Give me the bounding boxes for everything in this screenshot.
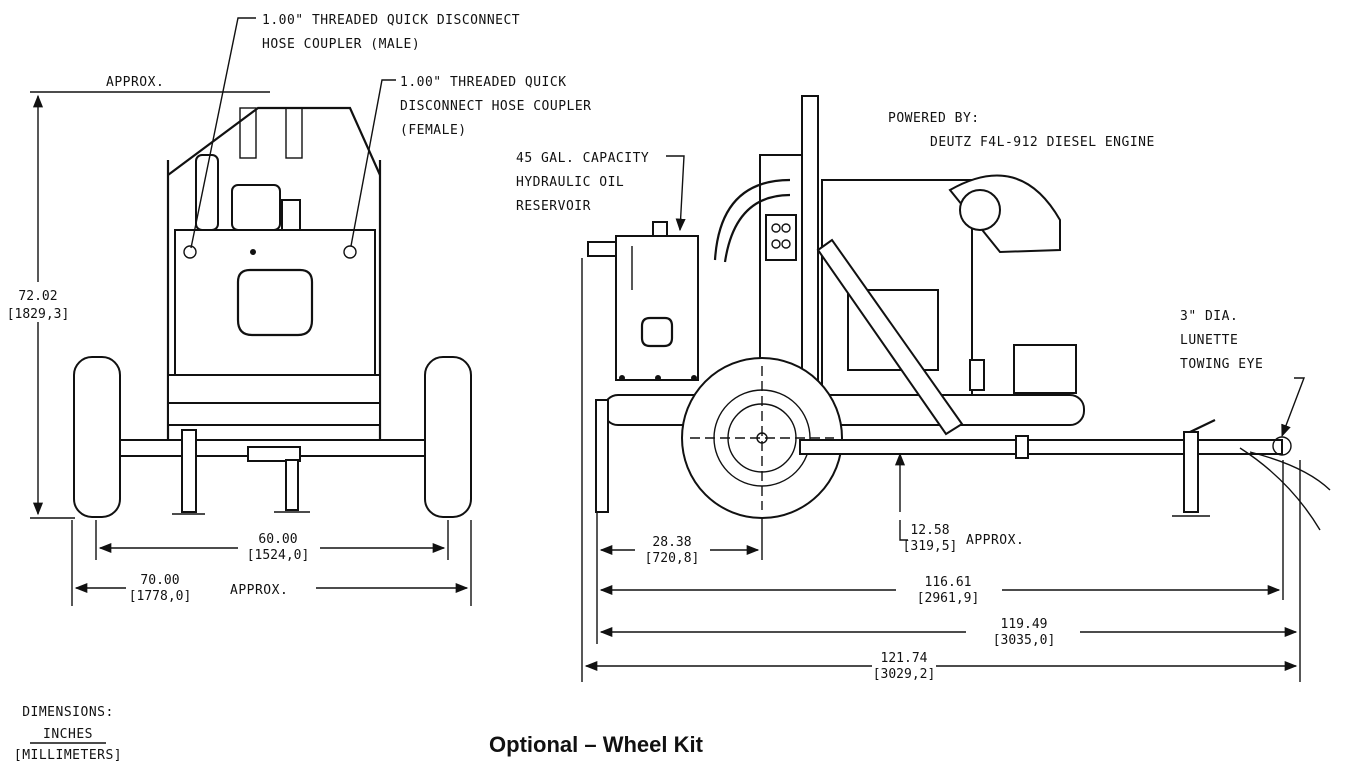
side-valve — [771, 223, 781, 233]
engine-model-label: DEUTZ F4L-912 DIESEL ENGINE — [930, 135, 1155, 150]
reservoir-label-line3: RESERVOIR — [516, 199, 591, 214]
clearance-leader — [899, 520, 908, 541]
front-right-wheel — [424, 356, 472, 518]
male-coupler-leader — [190, 17, 256, 249]
reservoir-label-line2: HYDRAULIC OIL — [516, 175, 624, 190]
side-view — [587, 95, 1331, 531]
lunette-leader — [1281, 377, 1306, 438]
height-dim-inches: 72.02 — [18, 289, 57, 304]
front-dimensions: 72.02 [1829,3] APPROX. 60.00 [1524,0] 70… — [7, 75, 472, 606]
front-engine-block — [231, 184, 281, 231]
axle-dim-inches: 28.38 — [652, 535, 691, 550]
len1-dim-mm: [2961,9] — [917, 591, 980, 606]
side-oil-reservoir — [615, 235, 699, 381]
front-panel-window — [236, 268, 314, 337]
side-valve — [781, 239, 791, 249]
side-rear-stand — [595, 399, 609, 513]
side-battery — [1013, 344, 1077, 394]
front-female-coupler — [343, 245, 357, 259]
side-callouts: POWERED BY: DEUTZ F4L-912 DIESEL ENGINE … — [516, 111, 1306, 438]
side-safety-chain — [1249, 451, 1331, 491]
width-dim-inches: 70.00 — [140, 573, 179, 588]
axle-dim-mm: [720,8] — [645, 551, 700, 566]
len2-dim-inches: 119.49 — [1001, 617, 1048, 632]
front-axle-bracket — [247, 446, 301, 462]
clearance-dim-mm: [319,5] — [903, 539, 958, 554]
front-base — [167, 374, 381, 404]
powered-by-label: POWERED BY: — [888, 111, 980, 126]
side-jack-handle — [1189, 419, 1216, 433]
front-center-jack — [285, 459, 299, 511]
side-safety-chain — [1239, 447, 1321, 531]
height-dim-mm: [1829,3] — [7, 307, 70, 322]
len1-dim-inches: 116.61 — [925, 575, 972, 590]
female-coupler-leader — [350, 79, 396, 247]
side-engine-pulley — [959, 189, 1001, 231]
track-dim-mm: [1524,0] — [247, 548, 310, 563]
lunette-label-line1: 3" DIA. — [1180, 309, 1238, 324]
side-engine-mount — [969, 359, 985, 391]
clearance-dim-approx: APPROX. — [966, 533, 1024, 548]
front-left-jack — [181, 429, 197, 513]
page-caption: Optional – Wheel Kit — [489, 732, 704, 757]
reservoir-leader — [666, 155, 686, 232]
female-coupler-label-line3: (FEMALE) — [400, 123, 467, 138]
front-callouts: 1.00" THREADED QUICK DISCONNECT HOSE COU… — [190, 13, 592, 249]
front-engine-part — [281, 199, 301, 231]
approx-top-label: APPROX. — [106, 75, 164, 90]
front-view — [73, 106, 472, 518]
female-coupler-label-line2: DISCONNECT HOSE COUPLER — [400, 99, 592, 114]
side-left-valve — [587, 241, 617, 257]
side-valve-block — [765, 214, 797, 261]
front-panel-bolt — [250, 249, 256, 255]
male-coupler-label-line1: 1.00" THREADED QUICK DISCONNECT — [262, 13, 520, 28]
lunette-label-line3: TOWING EYE — [1180, 357, 1263, 372]
front-roof-slat — [285, 107, 303, 159]
side-reservoir-bolt — [619, 375, 625, 381]
width-dim-mm: [1778,0] — [129, 589, 192, 604]
side-dimensions: 28.38 [720,8] 12.58 [319,5] APPROX. 116.… — [581, 258, 1301, 682]
side-diagonal-brace — [816, 238, 964, 436]
len2-dim-mm: [3035,0] — [993, 633, 1056, 648]
male-coupler-label-line2: HOSE COUPLER (MALE) — [262, 37, 420, 52]
width-dim-approx: APPROX. — [230, 583, 288, 598]
front-panel — [174, 229, 376, 376]
front-roof-slat — [239, 107, 257, 159]
lunette-label-line2: LUNETTE — [1180, 333, 1238, 348]
side-lift-post — [801, 95, 819, 397]
units-legend: DIMENSIONS: INCHES [MILLIMETERS] — [14, 705, 122, 763]
legend-heading: DIMENSIONS: — [22, 705, 114, 720]
side-tongue-jack — [1183, 431, 1199, 513]
side-skid-frame — [603, 394, 1085, 426]
side-hose — [723, 193, 791, 263]
track-dim-inches: 60.00 — [258, 532, 297, 547]
side-reservoir-window — [640, 316, 674, 348]
side-valve — [771, 239, 781, 249]
front-male-coupler — [183, 245, 197, 259]
side-reservoir-bolt — [655, 375, 661, 381]
legend-unit-inches: INCHES — [43, 727, 93, 742]
front-left-wheel — [73, 356, 121, 518]
side-reservoir-cap — [652, 221, 668, 237]
len3-dim-inches: 121.74 — [881, 651, 928, 666]
side-tongue-clamp — [1015, 435, 1029, 459]
front-skid — [167, 402, 381, 426]
side-hose — [713, 178, 791, 261]
len3-dim-mm: [3029,2] — [873, 667, 936, 682]
legend-unit-mm: [MILLIMETERS] — [14, 748, 122, 763]
reservoir-label-line1: 45 GAL. CAPACITY — [516, 151, 649, 166]
side-pump-housing — [759, 154, 803, 376]
side-tow-tongue — [799, 439, 1283, 455]
female-coupler-label-line1: 1.00" THREADED QUICK — [400, 75, 567, 90]
side-reservoir-bolt — [691, 375, 697, 381]
clearance-dim-inches: 12.58 — [910, 523, 949, 538]
side-valve — [781, 223, 791, 233]
